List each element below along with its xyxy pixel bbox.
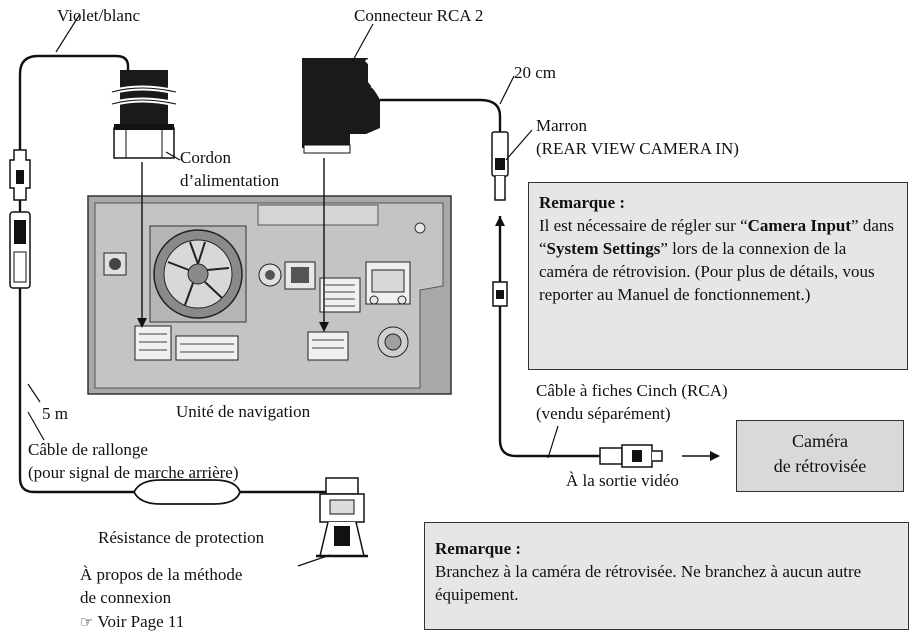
camera-line1: Caméra (792, 431, 848, 451)
note1-text-1: Il est nécessaire de régler sur “ (539, 216, 748, 235)
label-voir-page: ☞ Voir Page 11 (80, 611, 184, 633)
label-rallonge-sub: (pour signal de marche arrière) (28, 463, 239, 482)
arrows (137, 158, 720, 461)
camera-box: Caméra de rétrovisée (736, 420, 904, 492)
label-resistance: Résistance de protection (98, 528, 265, 547)
rca-connector-2 (302, 58, 388, 154)
note2-body: Branchez à la caméra de rétrovisée. Ne b… (435, 562, 862, 604)
voir-page-text: Voir Page 11 (97, 612, 185, 631)
inline-connectors-left (9, 149, 31, 289)
navigation-unit (87, 195, 452, 395)
label-cordon: Cordon (180, 148, 231, 167)
note-camera-input: Remarque : Il est nécessaire de régler s… (528, 182, 908, 370)
power-cord-connector (111, 70, 177, 159)
note1-text-2: ” dans “ (539, 216, 895, 258)
protection-resistor (132, 479, 241, 505)
note1-bold-system-settings: System Settings (546, 239, 661, 258)
label-connecteur-rca2: Connecteur RCA 2 (354, 6, 484, 25)
label-violet-blanc: Violet/blanc (57, 6, 141, 25)
label-propos: À propos de la méthode (80, 565, 243, 584)
rca-plugs-right (491, 131, 509, 307)
label-5m: 5 m (42, 404, 68, 423)
label-sortie-video: À la sortie vidéo (566, 471, 679, 490)
label-marron: Marron (536, 116, 587, 135)
label-rear-view: (REAR VIEW CAMERA IN) (536, 139, 739, 158)
fan-icon (149, 225, 247, 323)
note2-title: Remarque : (435, 539, 522, 558)
note1-bold-camera-input: Camera Input (747, 216, 852, 235)
note1-title: Remarque : (539, 193, 626, 212)
camera-line2: de rétrovisée (773, 456, 867, 476)
label-rallonge: Câble de rallonge (28, 440, 148, 459)
label-alimentation: d’alimentation (180, 171, 280, 190)
cables (18, 54, 600, 494)
label-20cm: 20 cm (514, 63, 557, 82)
label-cinch-sub: (vendu séparément) (536, 404, 671, 423)
label-cinch: Câble à fiches Cinch (RCA) (536, 381, 728, 400)
pointing-hand-icon: ☞ (80, 613, 94, 631)
rca-plug-bottom (599, 444, 663, 468)
label-unite-navigation: Unité de navigation (176, 402, 311, 421)
note-branchez: Remarque : Branchez à la caméra de rétro… (424, 522, 909, 630)
splice-clip (316, 477, 368, 558)
leader-lines (27, 13, 559, 567)
note1-text-3: ” lors de la connexion de la caméra de r… (539, 239, 875, 304)
label-connexion: de connexion (80, 588, 172, 607)
